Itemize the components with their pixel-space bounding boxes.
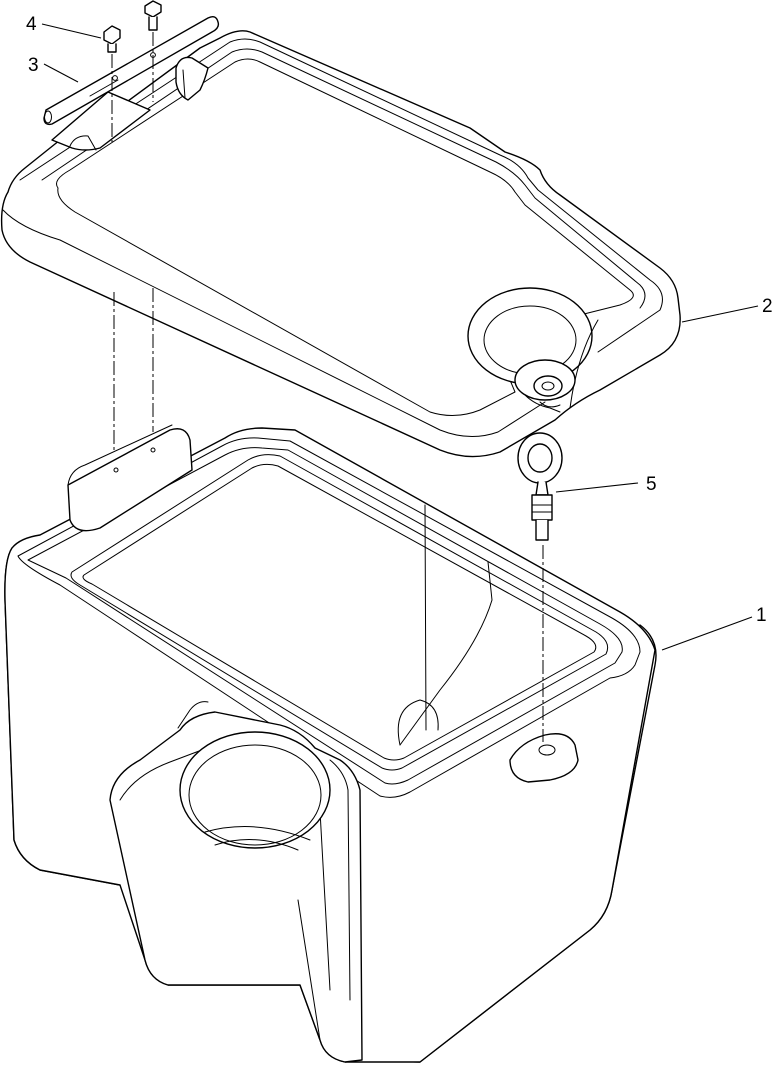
callout-label-4: 4 [26,14,37,35]
callout-5: 5 [555,474,657,495]
callout-label-5: 5 [646,474,657,495]
callout-3: 3 [28,55,79,83]
callout-label-3: 3 [28,55,39,76]
hinge-rod [43,15,220,126]
screw-left [103,25,121,53]
callout-label-2: 2 [762,296,773,317]
callout-label-1: 1 [756,605,767,626]
eye-bolt [517,432,563,541]
assembly-center-lines [111,32,544,742]
screw-right [112,0,162,81]
callout-1: 1 [661,605,767,651]
callout-4: 4 [26,14,102,39]
tank-body [4,424,657,1063]
callout-2: 2 [681,296,773,323]
tank-lid [0,30,681,458]
